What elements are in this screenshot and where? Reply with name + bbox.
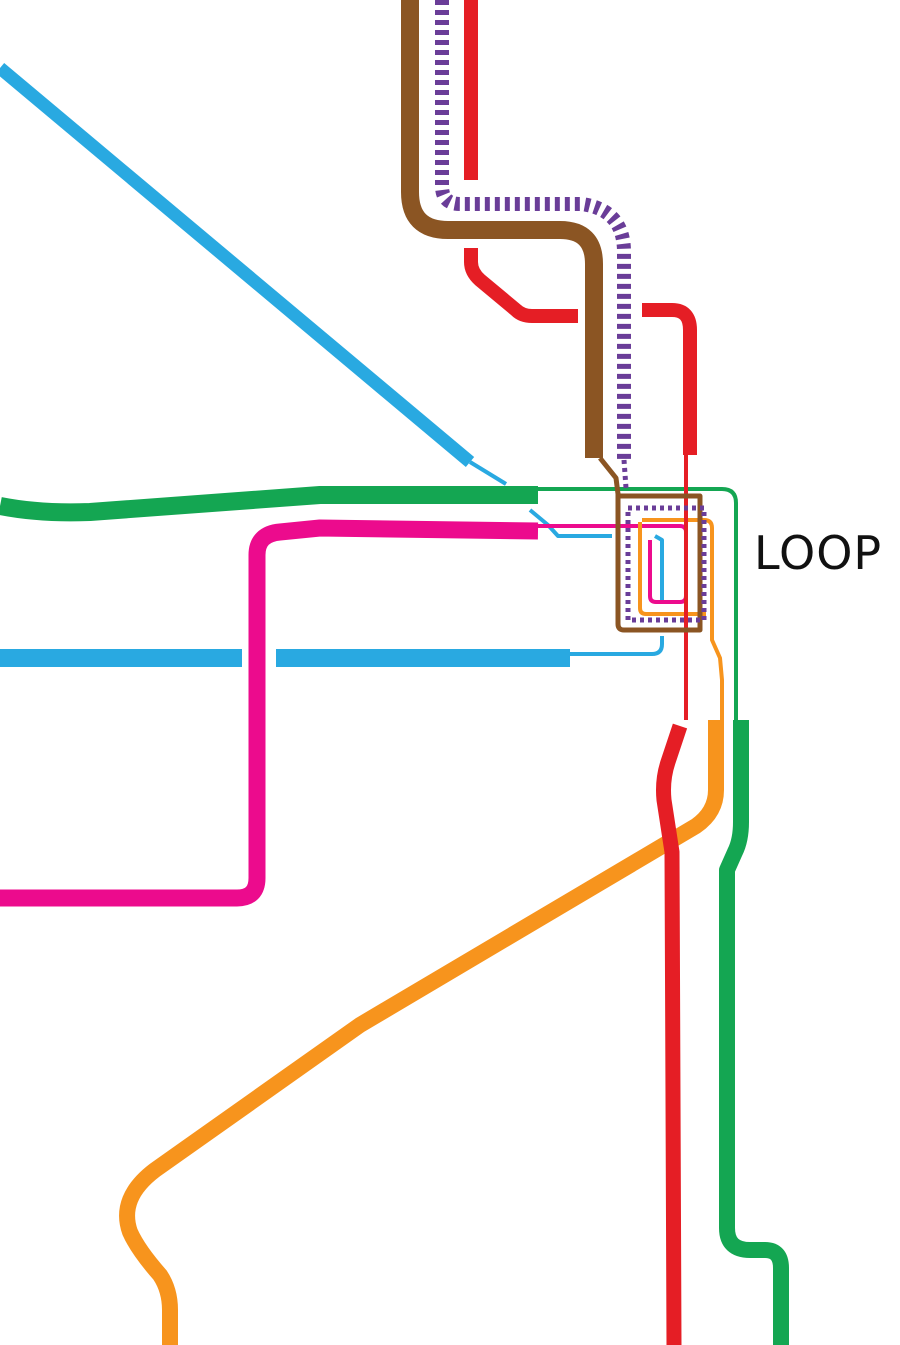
brown-line-loop-rectangle bbox=[615, 491, 703, 633]
green-line bbox=[0, 486, 789, 1345]
green-line-west-branch bbox=[0, 486, 538, 522]
loop-label: LOOP bbox=[754, 526, 883, 580]
purple-line-loop-connector bbox=[621, 459, 629, 489]
brown-line-north-branch bbox=[401, 0, 603, 458]
red-line-north-east-segment bbox=[642, 303, 697, 455]
blue-line-west-connector bbox=[570, 636, 664, 656]
blue-line-subway-connector bbox=[528, 508, 664, 600]
green-line-loop-connector bbox=[538, 487, 738, 720]
brown-line-loop-connector bbox=[598, 456, 621, 495]
orange-line bbox=[119, 518, 724, 1345]
green-line-south-branch bbox=[719, 720, 789, 1345]
red-line bbox=[464, 0, 697, 1345]
pink-line-west-branch bbox=[0, 519, 539, 907]
purple-line-loop-rectangle bbox=[625, 505, 707, 623]
blue-line-northwest-connector bbox=[468, 460, 508, 486]
brown-line bbox=[401, 0, 703, 633]
purple-line bbox=[435, 0, 707, 623]
blue-line bbox=[0, 63, 664, 667]
purple-line-north-branch bbox=[435, 0, 631, 460]
red-line-south-branch bbox=[656, 723, 688, 1345]
orange-line-southwest-branch bbox=[119, 720, 724, 1345]
red-line-north-curve bbox=[464, 248, 578, 323]
blue-line-northwest-branch bbox=[0, 63, 475, 467]
pink-line bbox=[0, 519, 688, 907]
